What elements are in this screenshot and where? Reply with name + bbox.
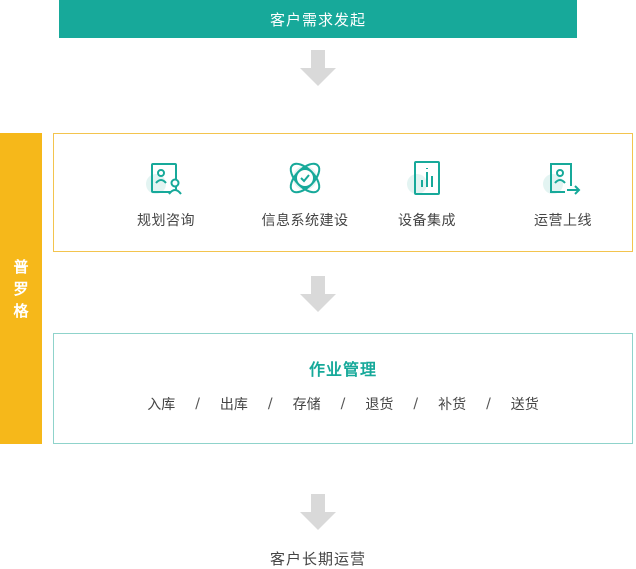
launch-icon — [541, 156, 585, 200]
service-launch: 运营上线 — [493, 134, 633, 253]
operations-list: 入库 / 出库 / 存储 / 退货 / 补货 / 送货 — [54, 394, 632, 414]
customer-request-title: 客户需求发起 — [269, 10, 366, 29]
service-label: 信息系统建设 — [261, 213, 349, 229]
consulting-icon — [144, 156, 188, 200]
services-panel: 规划咨询 信息系统建设 设备集成 — [53, 133, 633, 252]
brand-char: 罗 — [13, 279, 29, 298]
customer-request-banner: 客户需求发起 — [59, 0, 577, 38]
operation-separator: / — [195, 396, 200, 412]
operation-item: 存储 — [292, 397, 321, 413]
operation-separator: / — [486, 396, 491, 412]
system-icon — [283, 156, 327, 200]
operation-item: 送货 — [510, 397, 539, 413]
service-label: 设备集成 — [398, 213, 456, 229]
operations-panel: 作业管理 入库 / 出库 / 存储 / 退货 / 补货 / 送货 — [53, 333, 633, 444]
operation-separator: / — [340, 396, 346, 412]
operation-item: 入库 — [147, 397, 176, 413]
service-system-build: 信息系统建设 — [235, 134, 375, 253]
brand-sidebar: 普 罗 格 — [0, 133, 42, 444]
operation-separator: / — [413, 396, 419, 412]
down-arrow-icon — [298, 494, 338, 530]
operations-title: 作业管理 — [308, 360, 377, 379]
equipment-icon — [405, 156, 449, 200]
service-label: 规划咨询 — [137, 213, 195, 229]
operation-item: 退货 — [365, 397, 394, 413]
down-arrow-icon — [298, 50, 338, 86]
down-arrow-icon — [298, 276, 338, 312]
service-label: 运营上线 — [534, 213, 592, 229]
long-term-operation-title: 客户长期运营 — [269, 550, 366, 568]
service-consulting: 规划咨询 — [96, 134, 236, 253]
brand-char: 普 — [13, 257, 29, 276]
operation-item: 出库 — [219, 397, 248, 413]
service-equipment-integration: 设备集成 — [357, 134, 497, 253]
operation-separator: / — [267, 396, 273, 412]
brand-char: 格 — [13, 301, 29, 320]
operation-item: 补货 — [438, 397, 467, 413]
